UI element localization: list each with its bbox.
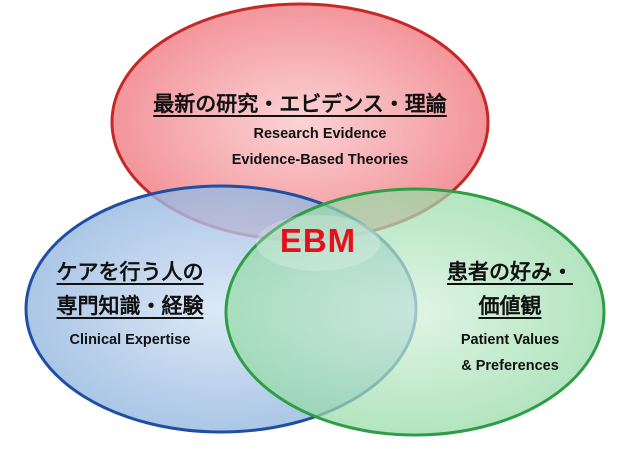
patient-title-line-2: 価値観 — [478, 294, 542, 318]
ebm-label: EBM — [279, 222, 357, 259]
research-subtitle-group: Research Evidence Evidence-Based Theorie… — [160, 121, 480, 173]
research-subtitle-line-2: Evidence-Based Theories — [231, 152, 409, 168]
patient-circle — [224, 187, 606, 437]
expertise-subtitle: Clinical Expertise — [69, 332, 191, 348]
patient-title-line-1: 患者の好み・ — [447, 260, 573, 284]
research-subtitle-line-1: Research Evidence — [253, 126, 387, 142]
expertise-title-line-2: 専門知識・経験 — [56, 294, 204, 318]
research-title: 最新の研究・エビデンス・理論 — [153, 92, 447, 116]
expertise-label-group: ケアを行う人の 専門知識・経験 Clinical Expertise — [30, 255, 230, 353]
research-label-group: 最新の研究・エビデンス・理論 — [100, 87, 500, 121]
patient-subtitle-line-1: Patient Values — [460, 332, 560, 348]
patient-subtitle-line-2: & Preferences — [461, 358, 559, 374]
patient-label-group: 患者の好み・ 価値観 Patient Values & Preferences — [410, 255, 610, 379]
expertise-title-line-1: ケアを行う人の — [56, 260, 204, 284]
ebm-glow — [256, 215, 380, 271]
